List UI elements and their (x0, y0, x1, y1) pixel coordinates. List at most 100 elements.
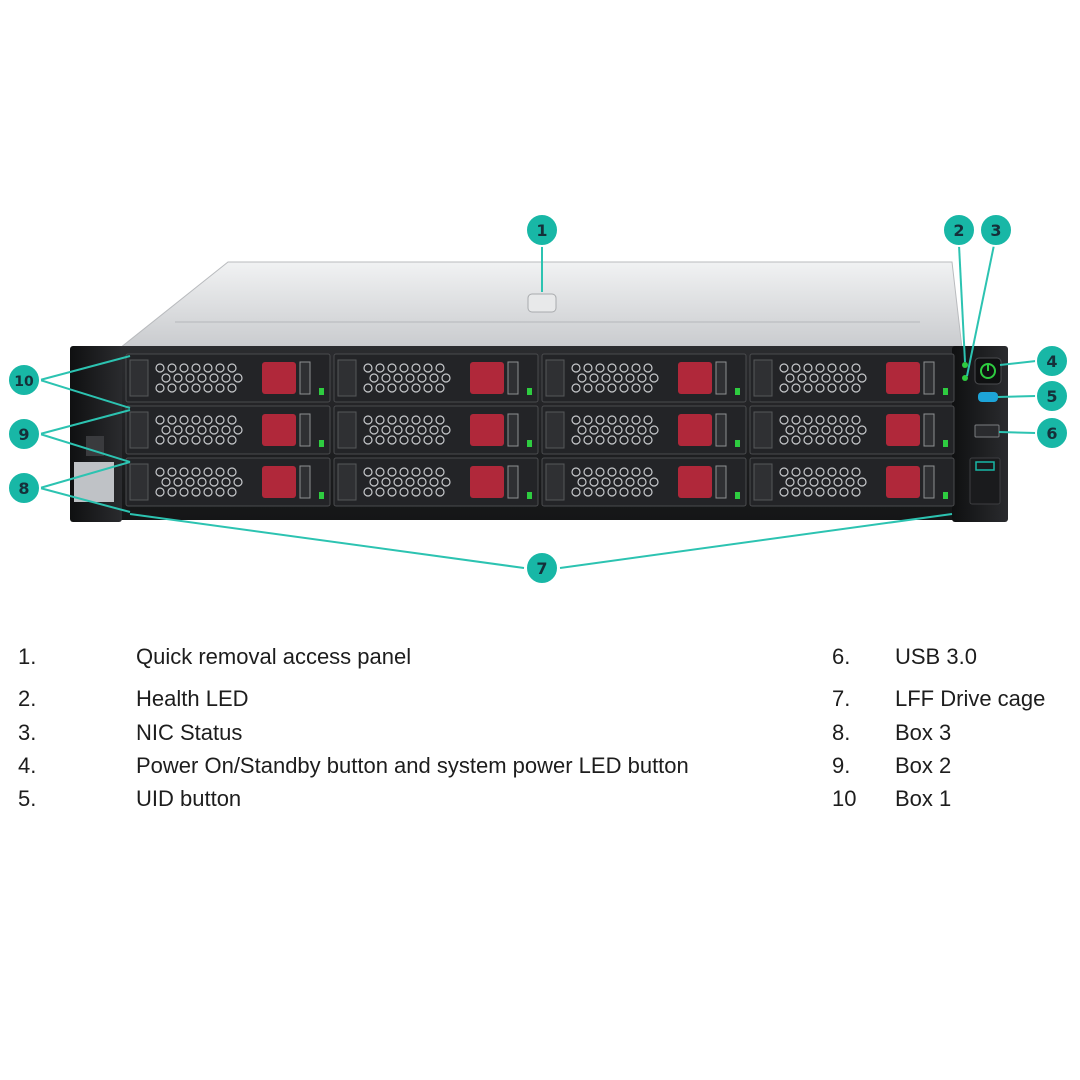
vent-hole (179, 363, 189, 373)
drive-grip (715, 413, 727, 447)
vent-hole (405, 477, 415, 487)
vent-hole (643, 363, 653, 373)
vent-hole (631, 363, 641, 373)
vent-hole (155, 467, 165, 477)
drive-label (753, 411, 773, 449)
vent-hole (191, 363, 201, 373)
legend-number: 9. (832, 753, 851, 778)
vent-hole (203, 363, 213, 373)
vent-hole (779, 415, 789, 425)
vent-hole (387, 487, 397, 497)
vent-hole (583, 467, 593, 477)
vent-hole (441, 425, 451, 435)
vent-hole (845, 373, 855, 383)
drive-carrier (333, 405, 539, 455)
drive-carrier (125, 457, 331, 507)
vent-hole (197, 477, 207, 487)
drive-bay[interactable] (333, 457, 539, 507)
drive-activity-led (527, 492, 532, 499)
drive-bay[interactable] (749, 457, 955, 507)
vent-hole (809, 425, 819, 435)
legend-item: 2. Health LED (18, 684, 778, 714)
drive-carrier (541, 457, 747, 507)
vent-hole (227, 467, 237, 477)
legend-item: 1. Quick removal access panel (18, 642, 778, 672)
drive-bay[interactable] (125, 405, 331, 455)
vent-hole (363, 363, 373, 373)
vent-hole (393, 425, 403, 435)
callout-5: 5 (1035, 379, 1069, 413)
legend-number: 4. (18, 753, 37, 778)
vent-hole (215, 383, 225, 393)
leader-4 (999, 360, 1037, 366)
vent-hole (839, 467, 849, 477)
vent-hole (583, 487, 593, 497)
vent-hole (613, 477, 623, 487)
vent-hole (203, 467, 213, 477)
drive-activity-led (319, 440, 324, 447)
vent-hole (779, 435, 789, 445)
vent-hole (191, 435, 201, 445)
vent-hole (381, 477, 391, 487)
drive-bay[interactable] (125, 457, 331, 507)
drive-bay[interactable] (749, 405, 955, 455)
drive-bay[interactable] (541, 457, 747, 507)
vent-hole (607, 487, 617, 497)
vent-hole (833, 425, 843, 435)
drive-bay[interactable] (541, 353, 747, 403)
drive-bay[interactable] (541, 405, 747, 455)
drive-bay[interactable] (333, 353, 539, 403)
vent-hole (589, 425, 599, 435)
vent-hole (607, 415, 617, 425)
vent-hole (215, 363, 225, 373)
vent-hole (649, 373, 659, 383)
vent-hole (167, 383, 177, 393)
vent-hole (571, 415, 581, 425)
vent-hole (625, 425, 635, 435)
vent-hole (423, 487, 433, 497)
leader-7b (559, 513, 953, 569)
vent-hole (399, 467, 409, 477)
drive-bay[interactable] (333, 405, 539, 455)
vent-hole (221, 425, 231, 435)
vent-hole (803, 383, 813, 393)
vent-hole (399, 415, 409, 425)
legend-label: Quick removal access panel (136, 644, 412, 669)
drive-grip (299, 413, 311, 447)
legend-number: 1. (18, 644, 37, 669)
vent-hole (375, 363, 385, 373)
vent-hole (429, 477, 439, 487)
callout-10: 10 (7, 363, 41, 397)
vent-hole (155, 363, 165, 373)
vent-hole (613, 373, 623, 383)
legend-label: Box 3 (895, 720, 952, 745)
vent-hole (215, 415, 225, 425)
usb-port[interactable] (974, 424, 1000, 438)
drive-bay[interactable] (749, 353, 955, 403)
legend-label: NIC Status (136, 720, 243, 745)
health-led (962, 362, 968, 368)
uid-button[interactable] (978, 392, 998, 402)
vent-hole (791, 383, 801, 393)
drive-grip (299, 465, 311, 499)
drive-label (753, 463, 773, 501)
legend-number: 7. (832, 686, 851, 711)
vent-hole (155, 435, 165, 445)
vent-hole (417, 425, 427, 435)
vent-hole (803, 363, 813, 373)
vent-hole (595, 487, 605, 497)
vent-hole (803, 415, 813, 425)
vent-hole (233, 425, 243, 435)
vent-hole (637, 477, 647, 487)
vent-hole (215, 467, 225, 477)
vent-hole (417, 373, 427, 383)
vent-hole (411, 435, 421, 445)
vent-hole (399, 487, 409, 497)
vent-hole (851, 467, 861, 477)
drive-bay[interactable] (125, 353, 331, 403)
vent-hole (643, 467, 653, 477)
leader-3 (966, 244, 995, 377)
vent-hole (631, 467, 641, 477)
vent-hole (839, 363, 849, 373)
vent-hole (601, 373, 611, 383)
